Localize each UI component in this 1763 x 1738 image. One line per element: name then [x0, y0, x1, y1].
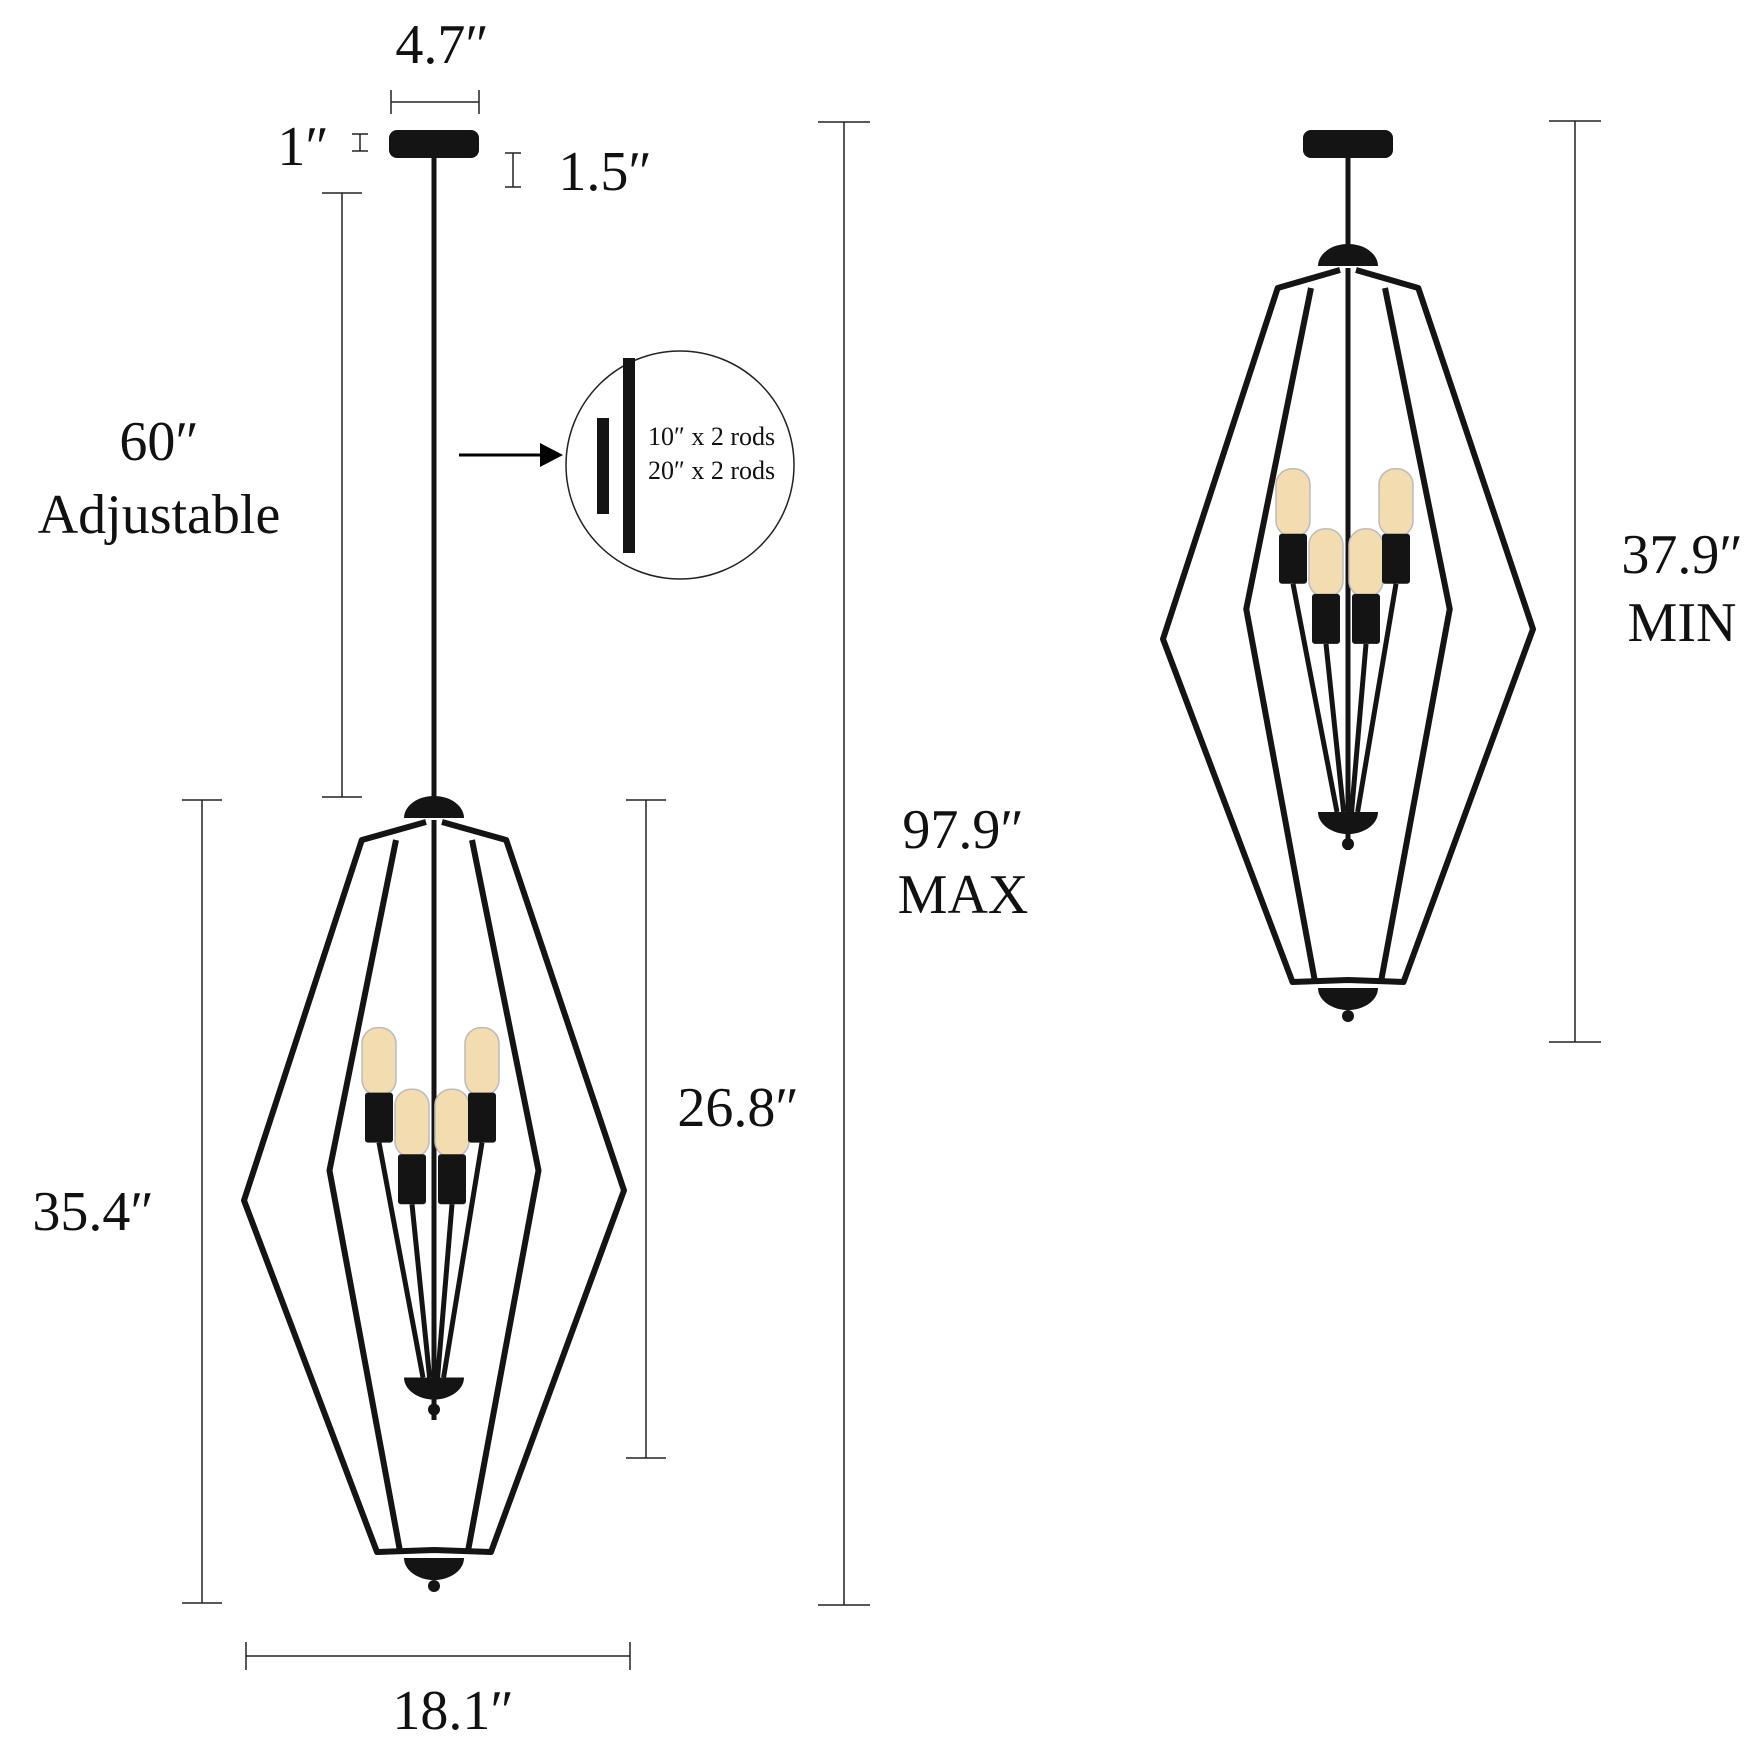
bulb-icon — [1378, 468, 1414, 538]
canopy-width-dimension — [390, 90, 480, 114]
bulb-arm — [441, 1142, 485, 1378]
bulb-socket — [398, 1154, 426, 1205]
rod-20-icon — [623, 358, 635, 553]
bulb-socket — [1279, 533, 1307, 584]
canopy-thickness-label: 1″ — [277, 116, 329, 178]
bottom-dome — [404, 1558, 464, 1580]
min-height-dimension — [1549, 120, 1601, 1043]
bulb-icon — [394, 1088, 430, 1158]
bulb-arm — [1290, 583, 1340, 813]
bulb-socket — [468, 1092, 496, 1143]
bulb-arm — [409, 1203, 433, 1378]
bulb-icon — [361, 1026, 397, 1097]
outer-frame — [241, 819, 627, 1555]
bulb-socket — [1352, 593, 1380, 644]
body-height-label: 35.4″ — [32, 1181, 154, 1243]
canopy-width-label: 4.7″ — [395, 14, 489, 76]
rods-20-label: 20″ x 2 rods — [648, 456, 776, 485]
bulb-icon — [1275, 468, 1311, 538]
bulb-arm — [1355, 583, 1399, 813]
body-height-dimension — [182, 799, 222, 1604]
rod-length-label: 60″ — [119, 411, 199, 473]
rod-10-icon — [597, 418, 609, 514]
bulb-arm — [376, 1142, 426, 1378]
rods-10-label: 10″ x 2 rods — [648, 422, 776, 451]
body-width-label: 18.1″ — [392, 1680, 514, 1738]
bulb-socket — [438, 1154, 466, 1205]
top-dome — [404, 796, 464, 818]
min-height-label: 37.9″ — [1621, 524, 1743, 586]
finial — [1342, 838, 1354, 850]
canopy — [1303, 130, 1393, 158]
max-height-label: 97.9″ — [902, 799, 1024, 861]
min-label: MIN — [1627, 592, 1737, 654]
outer-frame — [1160, 267, 1536, 985]
bulb-arm — [1349, 643, 1369, 813]
bulb-cup — [1318, 812, 1378, 834]
max-length-fixture — [241, 130, 627, 1592]
rod-length-dimension — [322, 192, 362, 798]
bulb-icon — [1348, 528, 1384, 598]
inner-height-dimension — [626, 799, 666, 1459]
bottom-dome — [1318, 988, 1378, 1010]
body-width-dimension — [245, 1642, 631, 1670]
max-height-dimension — [818, 121, 870, 1606]
inner-height-label: 26.8″ — [677, 1077, 799, 1139]
bulb-icon — [464, 1026, 500, 1097]
rod-adjustable-label: Adjustable — [37, 484, 281, 546]
canopy-height-label: 1.5″ — [558, 141, 652, 203]
min-length-fixture — [1160, 130, 1536, 1022]
bottom-finial — [1342, 1010, 1354, 1022]
bulb-icon — [434, 1088, 470, 1158]
bulb-socket — [1312, 593, 1340, 644]
bulb-arm — [435, 1203, 455, 1378]
bulb-socket — [1382, 533, 1410, 584]
max-label: MAX — [897, 864, 1029, 926]
rods-callout-circle — [565, 350, 795, 580]
bulb-arm — [1323, 643, 1347, 813]
canopy-height-dimension — [505, 152, 521, 188]
canopy — [389, 130, 479, 158]
bulb-socket — [365, 1092, 393, 1143]
inner-frame — [326, 839, 542, 1551]
inner-frame — [1243, 287, 1453, 981]
arrow-icon — [540, 443, 563, 467]
top-dome — [1318, 244, 1378, 266]
bulb-cup — [404, 1377, 464, 1400]
finial — [428, 1403, 440, 1416]
canopy-thickness-dimension — [352, 133, 368, 152]
bulb-icon — [1308, 528, 1344, 598]
bottom-finial — [428, 1580, 440, 1592]
